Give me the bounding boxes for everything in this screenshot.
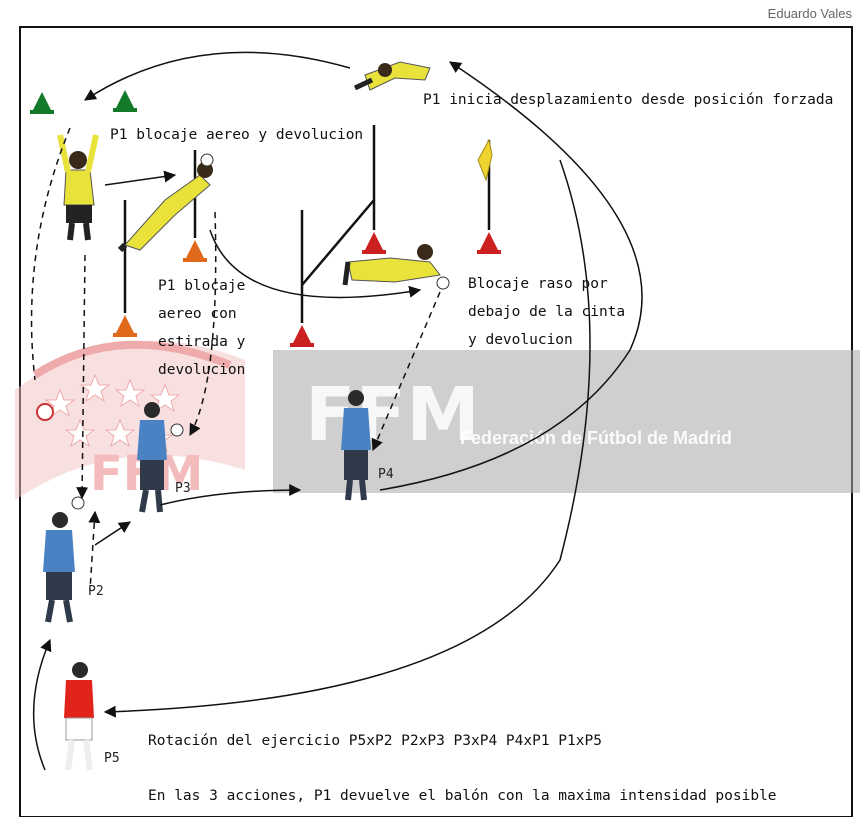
cone-icon bbox=[183, 240, 207, 262]
ball-icon bbox=[170, 423, 184, 437]
annotation-start: P1 inicia desplazamiento desde posición … bbox=[423, 92, 833, 108]
player-label-p4: P4 bbox=[378, 467, 394, 482]
annotation-ground-line: y devolucion bbox=[468, 332, 573, 348]
player-figure-icon bbox=[43, 512, 75, 623]
movement-arrows bbox=[32, 51, 643, 771]
goalkeeper-figure-icon bbox=[117, 162, 213, 253]
cone-icon bbox=[113, 315, 137, 337]
ball-icon bbox=[436, 276, 450, 290]
corner-flag-icon bbox=[477, 138, 493, 182]
goalkeeper-figure-icon bbox=[353, 61, 431, 91]
annotation-ground-line: Blocaje raso por bbox=[468, 276, 608, 292]
player-figure-icon bbox=[341, 390, 371, 501]
cone-icon bbox=[113, 90, 137, 112]
note-text: En las 3 acciones, P1 devuelve el balón … bbox=[148, 788, 777, 804]
ball-icon bbox=[36, 403, 54, 421]
cone-icon bbox=[290, 325, 314, 347]
player-figure-icon bbox=[64, 662, 94, 771]
annotation-stretch-line: estirada y bbox=[158, 334, 246, 350]
watermark-logo-text: FFM bbox=[305, 372, 480, 458]
ball-icon bbox=[71, 496, 85, 510]
author-credit: Eduardo Vales bbox=[768, 6, 853, 21]
annotation-ground: Blocaje raso por debajo de la cinta y de… bbox=[468, 276, 625, 348]
cone-icon bbox=[362, 232, 386, 254]
ball-pass-arrows bbox=[30, 127, 441, 591]
player-label-p3: P3 bbox=[175, 481, 191, 496]
annotation-stretch-line: aereo con bbox=[158, 306, 237, 322]
watermark-org-name: Federación de Fútbol de Madrid bbox=[460, 428, 732, 448]
cone-icon bbox=[30, 92, 54, 114]
annotation-stretch-line: P1 blocaje bbox=[158, 278, 245, 294]
annotation-stretch: P1 blocaje aereo con estirada y devoluci… bbox=[158, 278, 246, 378]
annotation-stretch-line: devolucion bbox=[158, 362, 245, 378]
ball-icon bbox=[200, 153, 214, 167]
cone-icon bbox=[477, 232, 501, 254]
player-label-p5: P5 bbox=[104, 751, 120, 766]
annotation-ground-line: debajo de la cinta bbox=[468, 304, 625, 320]
annotation-aerial: P1 blocaje aereo y devolucion bbox=[110, 127, 363, 143]
goalkeeper-figure-icon bbox=[57, 134, 99, 241]
player-label-p2: P2 bbox=[88, 584, 104, 599]
goalkeeper-figure-icon bbox=[342, 244, 441, 286]
rotation-text: Rotación del ejercicio P5xP2 P2xP3 P3xP4… bbox=[148, 733, 602, 749]
player-figure-icon bbox=[137, 402, 167, 513]
